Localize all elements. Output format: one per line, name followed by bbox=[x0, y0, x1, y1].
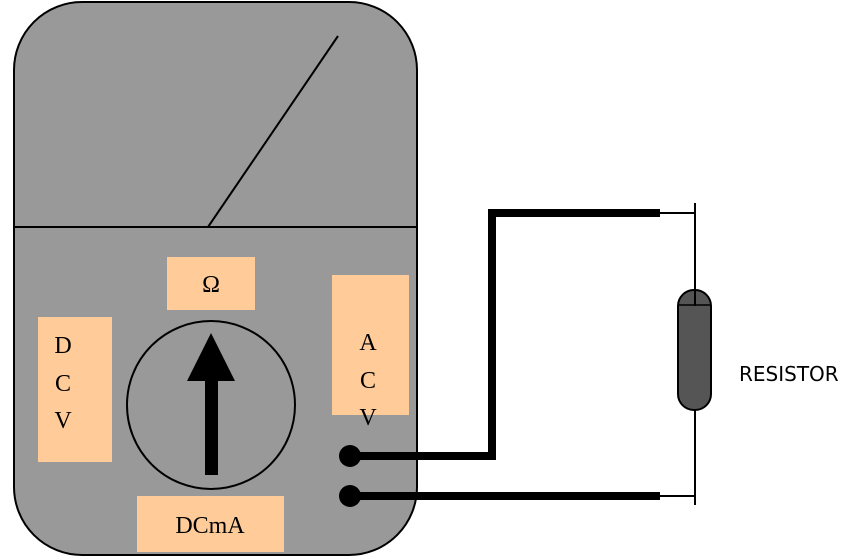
dcv-box bbox=[38, 317, 112, 462]
dcv-label-c: C bbox=[55, 371, 71, 397]
acv-label-c: C bbox=[360, 368, 376, 394]
selector-arrow-shaft bbox=[205, 375, 218, 475]
dcv-label-d: D bbox=[54, 333, 71, 359]
ohm-box bbox=[167, 257, 255, 310]
ohm-label: Ω bbox=[202, 272, 220, 298]
acv-box bbox=[332, 275, 409, 415]
resistor-body bbox=[677, 289, 712, 411]
acv-label-a: A bbox=[359, 330, 377, 356]
selector-arrow-head bbox=[187, 333, 235, 381]
probe-wire-top bbox=[350, 209, 660, 460]
meter-needle bbox=[207, 35, 339, 228]
dcma-box bbox=[137, 496, 284, 552]
acv-label-v: V bbox=[359, 405, 377, 431]
probe-jack-bottom[interactable] bbox=[339, 485, 361, 507]
dcv-label-v: V bbox=[54, 408, 72, 434]
dcma-label: DCmA bbox=[175, 513, 245, 539]
resistor-label: RESISTOR bbox=[739, 362, 839, 386]
probe-jack-top[interactable] bbox=[339, 445, 361, 467]
